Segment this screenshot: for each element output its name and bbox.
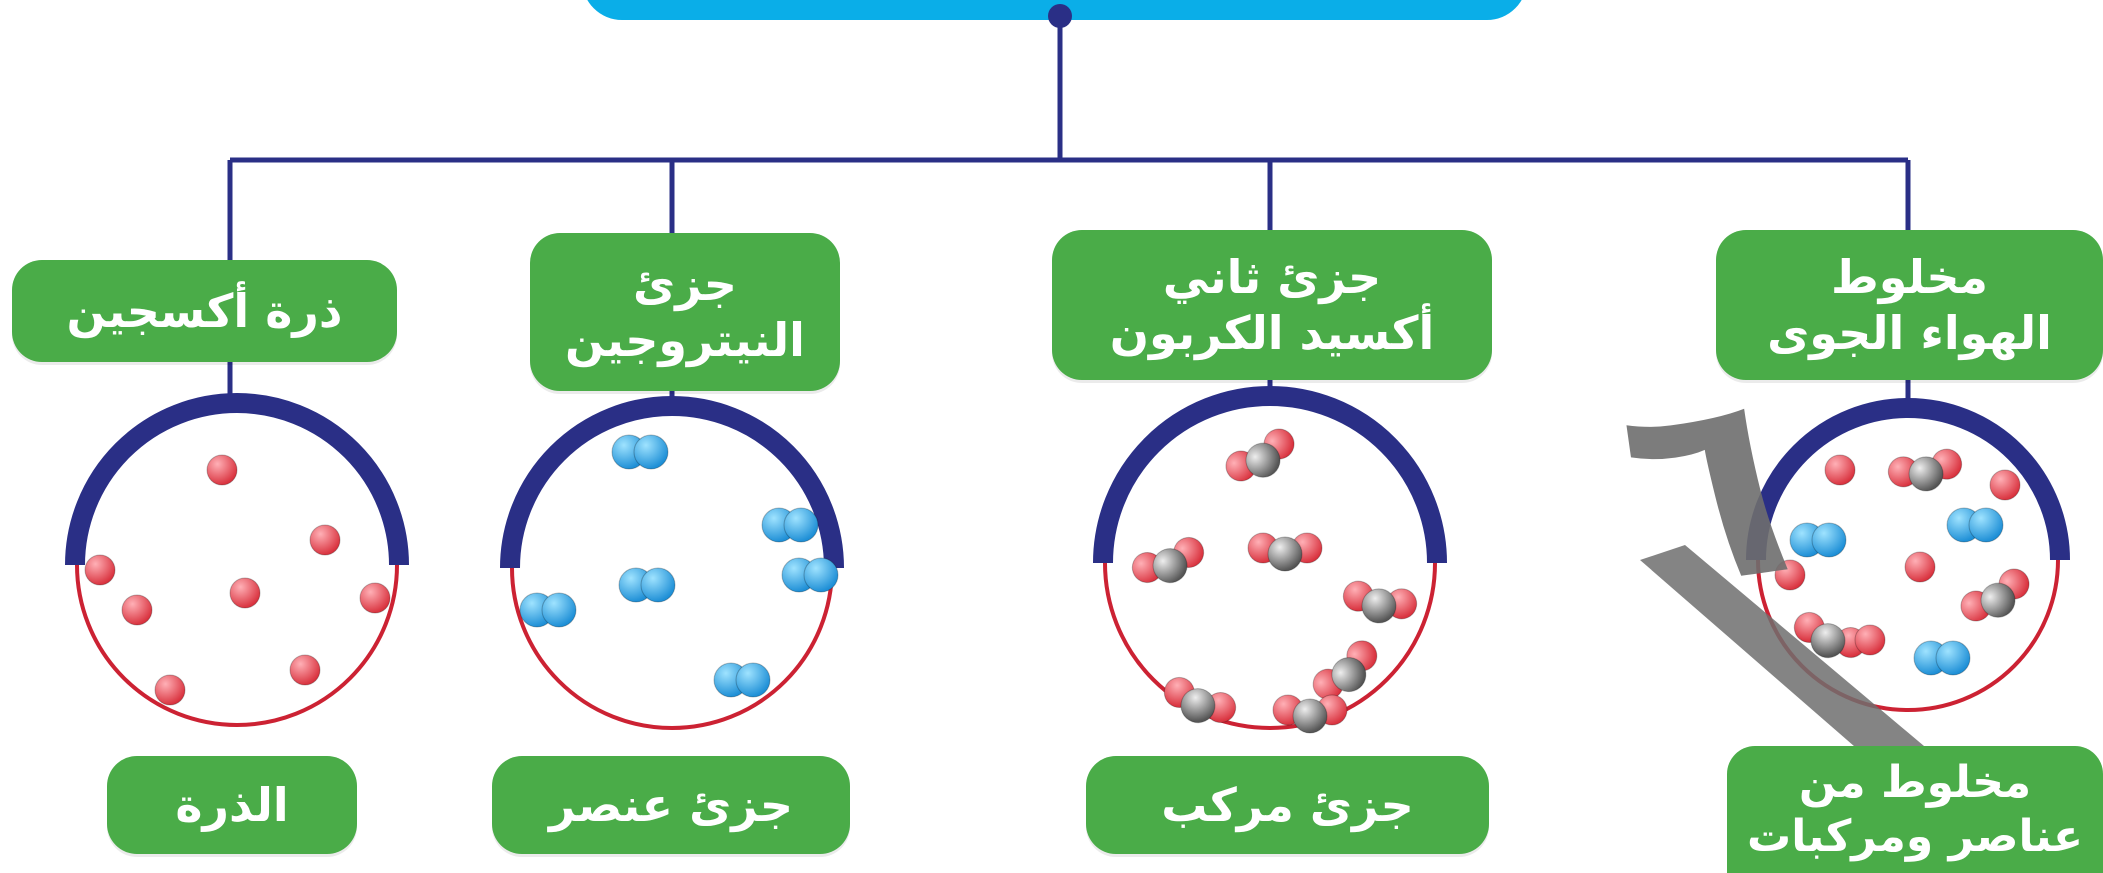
nitrogen-molecule <box>611 434 669 470</box>
label-line: أكسيد الكربون <box>1109 306 1435 360</box>
oxygen-atom <box>1989 469 2021 501</box>
container-arc <box>1093 386 1447 564</box>
category-line: مخلوط من <box>1798 756 2032 808</box>
category-line: جزئ عنصر <box>548 777 794 832</box>
oxygen-atom <box>229 577 261 609</box>
carbon-atom <box>1245 442 1281 478</box>
oxygen-atom <box>1774 559 1806 591</box>
container-arc <box>65 393 409 566</box>
nitrogen-atom <box>541 592 577 628</box>
container-arc <box>500 396 844 569</box>
label-line: الهواء الجوى <box>1767 306 2052 360</box>
carbon-atom <box>1361 588 1397 624</box>
nitrogen-atom <box>1811 522 1847 558</box>
nitrogen-molecule <box>1913 640 1971 676</box>
co2-molecule <box>1312 640 1378 700</box>
label-line: جزئ ثاني <box>1162 249 1382 304</box>
label-line: ذرة أكسجين <box>66 283 343 338</box>
category-compound-molecule: جزئ مركب <box>1086 756 1489 854</box>
oxygen-atom <box>84 554 116 586</box>
co2-molecule <box>1163 676 1237 724</box>
label-oxygen-atom: ذرة أكسجين <box>12 260 397 362</box>
nitrogen-atom <box>640 567 676 603</box>
nitrogen-molecule <box>781 557 839 593</box>
nitrogen-molecule <box>713 662 771 698</box>
nitrogen-atom <box>803 557 839 593</box>
category-atom: الذرة <box>107 756 357 854</box>
oxygen-atom <box>154 674 186 706</box>
category-element-molecule: جزئ عنصر <box>492 756 850 854</box>
label-line: مخلوط <box>1830 249 1989 304</box>
carbon-atom <box>1331 657 1367 693</box>
co2-molecule <box>1887 448 1963 492</box>
nitrogen-molecules <box>519 434 839 698</box>
particle-container <box>500 396 844 730</box>
oxygen-atom <box>359 582 391 614</box>
oxygen-atom <box>121 594 153 626</box>
nitrogen-atom <box>735 662 771 698</box>
label-line: النيتروجين <box>565 313 805 367</box>
carbon-atom <box>1180 688 1216 724</box>
mixture-particles <box>1774 448 2030 676</box>
category-mixture: مخلوط من عناصر ومركبات <box>1727 746 2103 873</box>
nitrogen-molecule <box>761 507 819 543</box>
co2-molecule <box>1131 536 1205 584</box>
co2-molecule <box>1225 428 1295 482</box>
co2-molecule <box>1793 611 1867 659</box>
carbon-atom <box>1292 698 1328 734</box>
container-arc <box>1746 398 2070 561</box>
carbon-atom <box>1267 536 1303 572</box>
co2-molecule <box>1272 694 1348 734</box>
carbon-atom <box>1152 548 1188 584</box>
oxygen-atom <box>1824 454 1856 486</box>
nitrogen-atom <box>1935 640 1971 676</box>
co2-molecule <box>1342 580 1418 624</box>
oxygen-atom <box>1904 551 1936 583</box>
nitrogen-atom <box>1968 507 2004 543</box>
category-line: عناصر ومركبات <box>1747 810 2083 862</box>
carbon-atom <box>1980 582 2016 618</box>
co2-molecule <box>1247 532 1323 572</box>
category-line: جزئ مركب <box>1161 777 1414 832</box>
nitrogen-molecule <box>519 592 577 628</box>
connector-dot <box>1048 4 1072 28</box>
oxygen-atom <box>309 524 341 556</box>
particle-container <box>65 393 409 727</box>
co2-molecules <box>1131 428 1418 734</box>
label-co2-molecule: جزئ ثاني أكسيد الكربون <box>1052 230 1492 380</box>
oxygen-atom <box>206 454 238 486</box>
nitrogen-molecule <box>1946 507 2004 543</box>
label-nitrogen-molecule: جزئ النيتروجين <box>530 233 840 391</box>
nitrogen-molecule <box>618 567 676 603</box>
nitrogen-atom <box>633 434 669 470</box>
co2-molecule <box>1960 568 2030 622</box>
oxygen-atom <box>289 654 321 686</box>
nitrogen-molecule <box>1789 522 1847 558</box>
nitrogen-atom <box>783 507 819 543</box>
carbon-atom <box>1810 623 1846 659</box>
label-line: جزئ <box>633 256 737 311</box>
oxygen-atom <box>1854 624 1886 656</box>
carbon-atom <box>1908 456 1944 492</box>
category-line: الذرة <box>175 777 289 832</box>
oxygen-atoms <box>84 454 391 706</box>
label-air-mixture: مخلوط الهواء الجوى <box>1716 230 2103 380</box>
